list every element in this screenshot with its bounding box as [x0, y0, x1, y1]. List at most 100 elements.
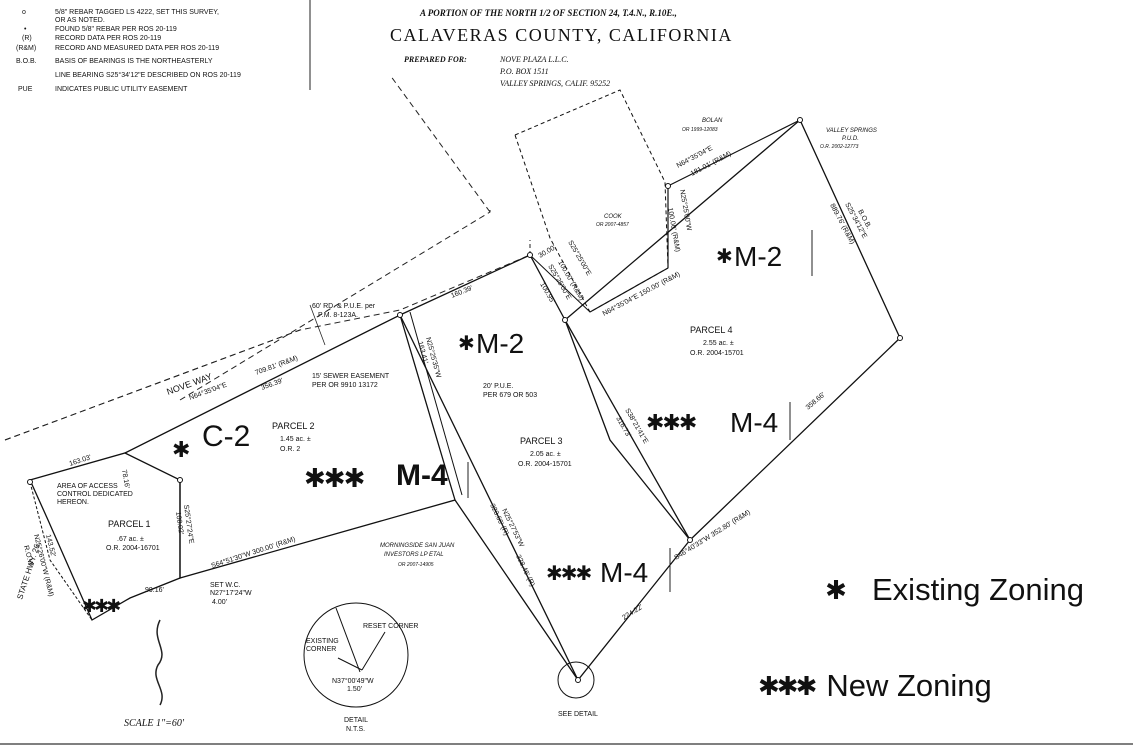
corner-marker: [562, 317, 568, 323]
corner-marker: [27, 479, 33, 485]
note-symbol: B.O.B.: [16, 58, 37, 65]
corner-marker: [897, 335, 903, 341]
notes-legend: o 5/8" REBAR TAGGED LS 4222, SET THIS SU…: [16, 9, 241, 93]
new-zoning-marker: ✱✱✱: [646, 410, 697, 435]
parcel-2-name: PARCEL 2: [272, 421, 315, 431]
pue-label: 20' P.U.E.: [483, 383, 513, 390]
owner-morningside: INVESTORS LP ETAL: [384, 552, 444, 558]
note-text: OR AS NOTED.: [55, 17, 105, 24]
nove-way-road: [4, 74, 531, 441]
bearing-label: S64°51'30"W 300.00' (R&M): [210, 535, 296, 570]
parcel-3-area: 2.05 ac. ±: [530, 451, 561, 458]
road-pue-label: P.M. 8-123A.: [318, 312, 358, 319]
see-detail-circle: [557, 661, 595, 699]
existing-zoning-icon: ✱: [825, 574, 847, 605]
existing-zoning-label: Existing Zoning: [872, 572, 1084, 607]
pue-label: PER 679 OR 503: [483, 392, 537, 399]
access-control-label: HEREON.: [57, 499, 89, 506]
prepared-for-label: PREPARED FOR:: [404, 55, 467, 64]
parcel-1-area: .67 ac. ±: [117, 536, 144, 543]
bearing-label: S46°40'33"W 352.80' (R&M): [673, 508, 752, 561]
zoning-m4-label: M-4: [730, 407, 778, 438]
corner-marker: [687, 537, 693, 543]
corner-marker: [797, 117, 803, 123]
owner-cook: COOK: [604, 214, 623, 220]
zoning-m4-label: M-4: [600, 557, 648, 588]
corner-marker: [397, 312, 403, 318]
new-zoning-icon: ✱✱✱: [758, 670, 817, 701]
bearing-label: N64°35'04"E 150.00' (R&M): [601, 270, 681, 318]
note-text: BASIS OF BEARINGS IS THE NORTHEASTERLY: [55, 58, 213, 65]
zoning-marks: ✱ C-2 ✱ M-2 ✱ M-2 ✱✱✱ M-4 ✱✱✱ M-4 ✱✱✱ M-…: [82, 230, 813, 616]
parcel-4-name: PARCEL 4: [690, 325, 733, 335]
owner-valley: VALLEY SPRINGS: [826, 128, 877, 134]
sewer-easement-label: PER OR 9910 13172: [312, 382, 378, 389]
new-zoning-marker: ✱✱✱: [304, 463, 365, 493]
section-line: A PORTION OF THE NORTH 1/2 OF SECTION 24…: [419, 8, 677, 18]
parcel-3-name: PARCEL 3: [520, 436, 563, 446]
detail-label: DETAIL: [344, 717, 368, 724]
distance-label: 358.66': [805, 392, 827, 412]
parcel-4-ref: O.R. 2004-15701: [690, 350, 744, 357]
witness-corner-label: N27°17'24"W: [210, 589, 252, 597]
legend-new: ✱✱✱ New Zoning: [758, 668, 992, 704]
corner-marker: [527, 252, 533, 258]
distance-label: 108.02': [174, 511, 184, 535]
note-symbol: •: [24, 26, 27, 33]
note-symbol: (R&M): [16, 45, 36, 52]
scale-label: SCALE 1"=60': [124, 718, 185, 729]
note-text: FOUND 5/8" REBAR PER ROS 20-119: [55, 26, 177, 33]
existing-corner-label: CORNER: [306, 646, 336, 653]
witness-corner-label: 4.00': [212, 599, 227, 606]
corner-marker: [665, 183, 671, 189]
existing-zoning-marker: ✱: [458, 333, 475, 355]
road-pue-label: 60' RD. & P.U.E. per: [312, 303, 376, 310]
owner-valley-ref: O.R. 2002-12773: [820, 144, 859, 150]
title-block: A PORTION OF THE NORTH 1/2 OF SECTION 24…: [390, 8, 733, 88]
parcel-4-boundary: [564, 118, 901, 541]
owner-labels: COOK OR 2007-4857 BOLAN OR 1999-12083 VA…: [380, 118, 877, 568]
distance-label: 78.16': [120, 469, 130, 489]
existing-zoning-marker: ✱: [172, 437, 190, 462]
note-text: RECORD DATA PER ROS 20-119: [55, 35, 161, 42]
zoning-m2-label: M-2: [734, 241, 782, 272]
access-control-label: AREA OF ACCESS: [57, 483, 118, 490]
new-zoning-label: New Zoning: [826, 668, 992, 703]
corner-markers: [27, 117, 903, 683]
legend-existing: ✱ Existing Zoning: [808, 572, 1084, 608]
note-symbol: PUE: [18, 86, 33, 93]
reset-corner-label: RESET CORNER: [363, 623, 419, 630]
owner-bolan: BOLAN: [702, 118, 723, 124]
owner-bolan-ref: OR 1999-12083: [682, 127, 718, 133]
parcel-2-area: 1.45 ac. ±: [280, 436, 311, 443]
witness-corner-label: SET W.C.: [210, 582, 241, 589]
bearing-label: S25°27'24"E: [182, 504, 195, 544]
distance-label: 328.46' (R): [514, 554, 535, 588]
zoning-m2-label: M-2: [476, 328, 524, 359]
detail-scale-label: N.T.S.: [346, 726, 365, 733]
detail-distance: 1.50': [347, 686, 362, 693]
new-zoning-marker: ✱✱✱: [546, 563, 592, 585]
zoning-m4-label: M-4: [396, 459, 448, 492]
prepared-for-line: P.O. BOX 1511: [499, 67, 549, 76]
see-detail-label: SEE DETAIL: [558, 711, 598, 718]
north-arrow-icon: [155, 619, 163, 706]
cook-boundary: [514, 89, 669, 313]
prepared-for-line: VALLEY SPRINGS, CALIF. 95252: [500, 79, 610, 88]
parcel-2-boundary: [124, 314, 456, 579]
bearing-label: N25°25'00"W: [678, 189, 693, 232]
county-title: CALAVERAS COUNTY, CALIFORNIA: [390, 25, 733, 45]
distance-label: 709.81' (R&M): [254, 355, 299, 377]
sewer-easement-label: 15' SEWER EASEMENT: [312, 373, 390, 380]
parcel-1-boundary: [29, 452, 181, 621]
note-text: 5/8" REBAR TAGGED LS 4222, SET THIS SURV…: [55, 9, 219, 16]
note-symbol: (R): [22, 35, 32, 42]
owner-morningside: MORNINGSIDE SAN JUAN: [380, 543, 455, 549]
prepared-for-line: NOVE PLAZA L.L.C.: [499, 55, 569, 64]
note-symbol: o: [22, 9, 26, 16]
detail-inset: RESET CORNER EXISTING CORNER N37°00'49"W…: [303, 602, 419, 733]
distance-label: 100.95': [538, 282, 555, 305]
corner-marker: [177, 477, 183, 483]
corner-marker: [575, 677, 581, 683]
